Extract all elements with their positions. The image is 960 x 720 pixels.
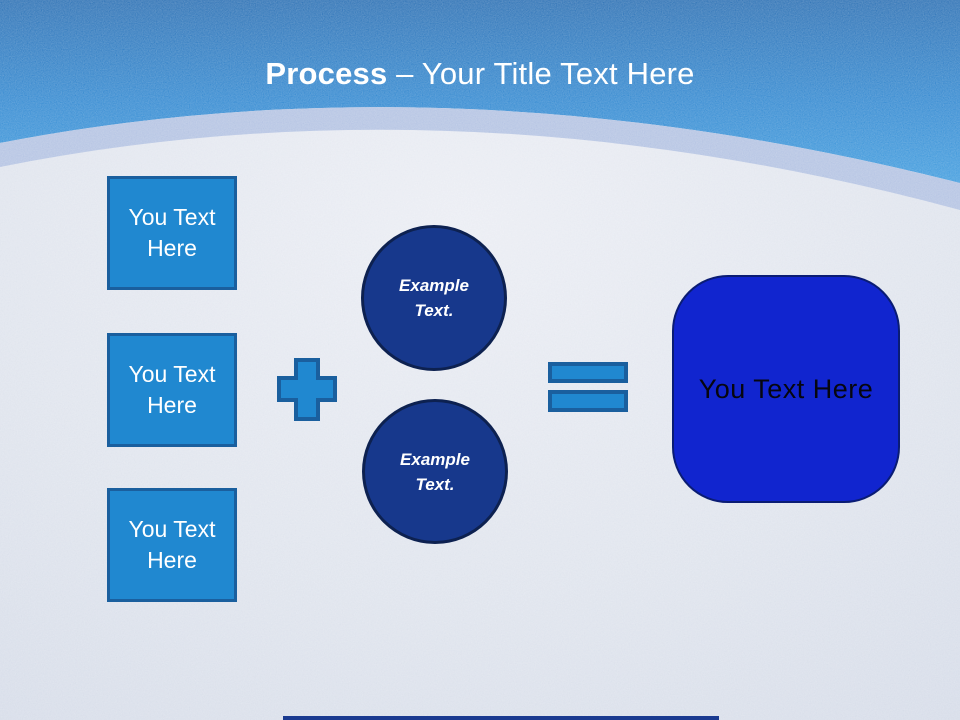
example-circle-1-line-2: Text. [414, 301, 454, 320]
equals-icon [548, 362, 628, 412]
example-circle-1: Example Text. [361, 225, 507, 371]
example-circle-2-line-1: Example [400, 449, 470, 469]
process-box-1-line-1: You Text [128, 204, 216, 230]
process-box-1: You Text Here [107, 176, 237, 290]
process-box-1-line-2: Here [147, 235, 197, 261]
result-box: You Text Here [672, 275, 900, 503]
plus-icon [277, 358, 337, 421]
title-regular-text: – Your Title Text Here [396, 56, 695, 91]
process-box-3: You Text Here [107, 488, 237, 602]
example-circle-2: Example Text. [362, 399, 508, 544]
process-box-2: You Text Here [107, 333, 237, 447]
process-box-3-line-2: Here [147, 547, 197, 573]
process-box-2-line-2: Here [147, 392, 197, 418]
bottom-accent-bar [283, 716, 719, 720]
example-circle-1-line-1: Example [399, 276, 469, 295]
process-box-3-line-1: You Text [128, 516, 216, 542]
process-box-2-line-1: You Text [128, 361, 216, 387]
slide-title: Process– Your Title Text Here [0, 54, 960, 94]
example-circle-2-line-2: Text. [415, 474, 455, 494]
title-bold-text: Process [265, 56, 388, 91]
result-box-label: You Text Here [698, 373, 874, 404]
